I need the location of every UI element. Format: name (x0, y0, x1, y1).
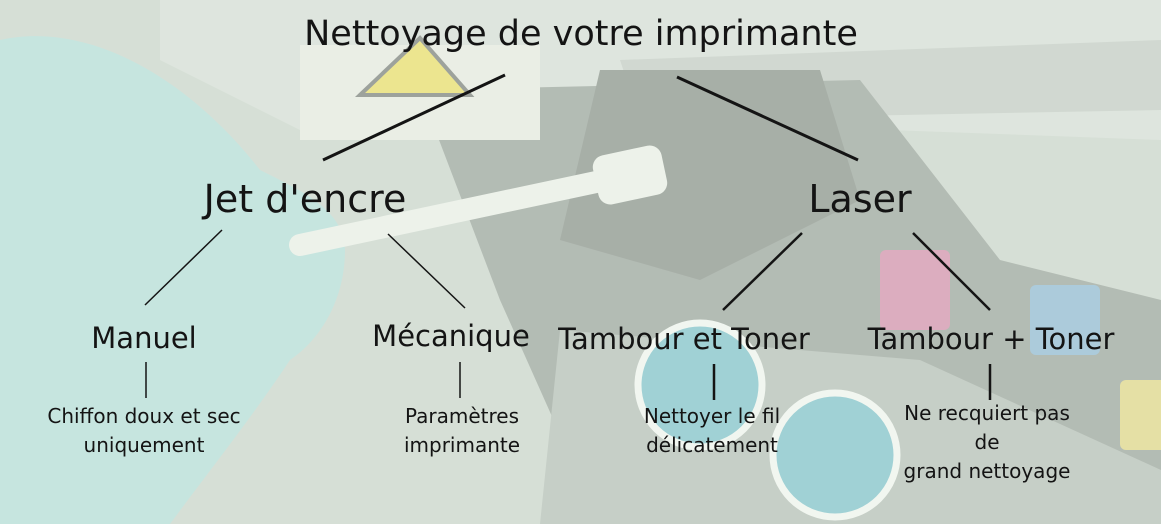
connector-jet-mecanique (387, 233, 466, 309)
connector-jet-manuel (144, 229, 223, 306)
node-manuel: Manuel (91, 321, 197, 355)
connector-title-laser (676, 75, 859, 162)
connector-title-jet (322, 73, 506, 162)
detail-tambour-plus-toner: Ne recquiert pas de grand nettoyage (903, 401, 1071, 483)
connector-laser-tambour-plus-toner (912, 232, 991, 311)
branch-laser: Laser (808, 177, 912, 221)
detail-mecanique: Paramètres imprimante (403, 404, 521, 457)
detail-manuel: Chiffon doux et sec uniquement (47, 404, 241, 457)
node-tambour-et-toner: Tambour et Toner (558, 322, 810, 356)
detail-tambour-et-toner: Nettoyer le fil délicatement (643, 404, 781, 457)
connector-laser-tambour-et-toner (722, 232, 803, 311)
branch-jet-d-encre: Jet d'encre (203, 177, 407, 221)
node-tambour-plus-toner: Tambour + Toner (867, 322, 1115, 356)
node-mecanique: Mécanique (372, 319, 530, 353)
diagram-title: Nettoyage de votre imprimante (304, 14, 858, 54)
